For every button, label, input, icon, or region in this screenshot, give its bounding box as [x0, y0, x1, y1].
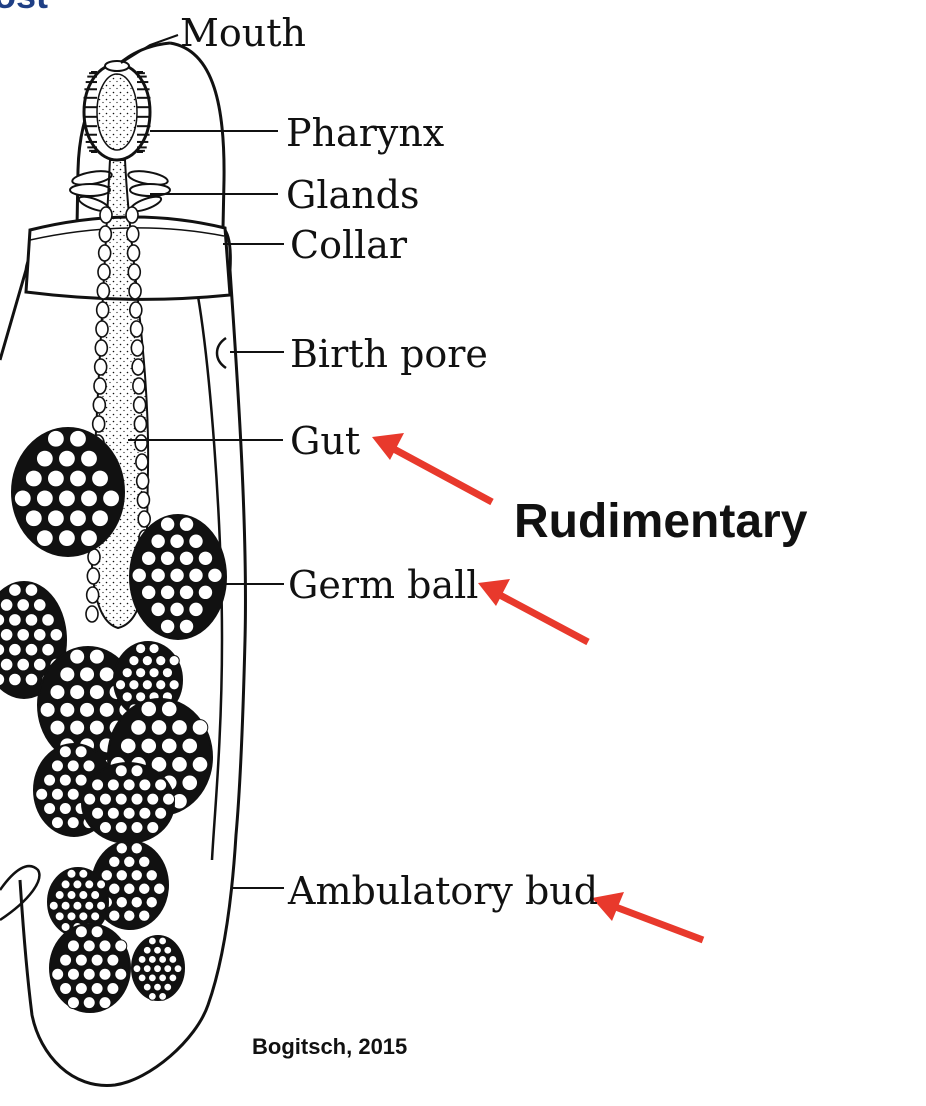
leader-lines [120, 34, 284, 889]
glands [69, 170, 171, 213]
mouth-opening [104, 60, 130, 72]
germ-ball [129, 514, 227, 640]
germ-ball [131, 935, 185, 1001]
pharynx-muscle-ribs [83, 71, 151, 153]
birth-pore [215, 336, 227, 370]
germ-ball [11, 427, 125, 557]
germ-ball [49, 923, 131, 1013]
germ-balls [0, 427, 227, 1013]
label-ambulatory-bud: Ambulatory bud [288, 869, 599, 913]
label-mouth: Mouth [180, 11, 307, 55]
body-outline-right [18, 41, 247, 1087]
callout-rudimentary: Rudimentary [514, 495, 808, 548]
label-pharynx: Pharynx [286, 111, 445, 155]
label-birth-pore: Birth pore [290, 332, 488, 376]
pharynx-lumen [96, 73, 138, 151]
germ-ball [81, 762, 176, 844]
red-arrow-icon [592, 892, 705, 944]
label-glands: Glands [286, 173, 420, 217]
label-germ-ball: Germ ball [288, 563, 479, 607]
germ-ball [47, 867, 109, 937]
red-arrow-icon [478, 579, 590, 646]
body-inner-left [0, 864, 41, 922]
partial-title: ost [0, 0, 48, 14]
red-arrow-icon [372, 433, 494, 506]
credit: Bogitsch, 2015 [252, 1034, 408, 1059]
label-collar: Collar [290, 223, 408, 267]
body-inner-line [194, 284, 224, 861]
label-gut: Gut [290, 419, 361, 463]
